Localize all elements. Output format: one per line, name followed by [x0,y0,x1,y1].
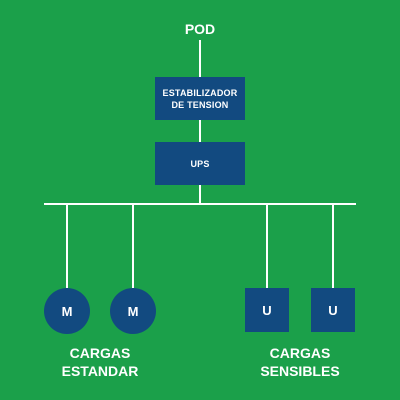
standard-loads-label-line2: ESTANDAR [61,363,139,379]
sensitive-loads-label-line2: SENSIBLES [260,363,340,379]
sensitive-load-node-2: U [311,288,355,332]
drop-line-sensitive-2 [332,205,334,288]
stabilizer-label-line1: ESTABILIZADOR [162,87,238,98]
source-label: POD [184,21,216,37]
ups-box: UPS [155,142,245,185]
connector-stabilizer-ups [199,120,201,142]
stabilizer-label: ESTABILIZADOR DE TENSION [163,87,238,111]
stabilizer-box: ESTABILIZADOR DE TENSION [155,77,245,120]
sensitive-loads-label: CARGAS SENSIBLES [240,344,360,380]
drop-line-sensitive-1 [266,205,268,288]
standard-loads-label-line1: CARGAS [69,345,131,361]
standard-load-node-1: M [44,288,90,334]
ups-label: UPS [190,158,210,169]
sensitive-load-node-1: U [245,288,289,332]
standard-load-node-2: M [110,288,156,334]
stabilizer-label-line2: DE TENSION [171,99,229,110]
drop-line-standard-1 [66,205,68,288]
distribution-bus [44,203,356,205]
connector-ups-bus [199,185,201,204]
connector-pod-stabilizer [199,40,201,77]
drop-line-standard-2 [132,205,134,288]
standard-loads-label: CARGAS ESTANDAR [40,344,160,380]
sensitive-loads-label-line1: CARGAS [269,345,331,361]
